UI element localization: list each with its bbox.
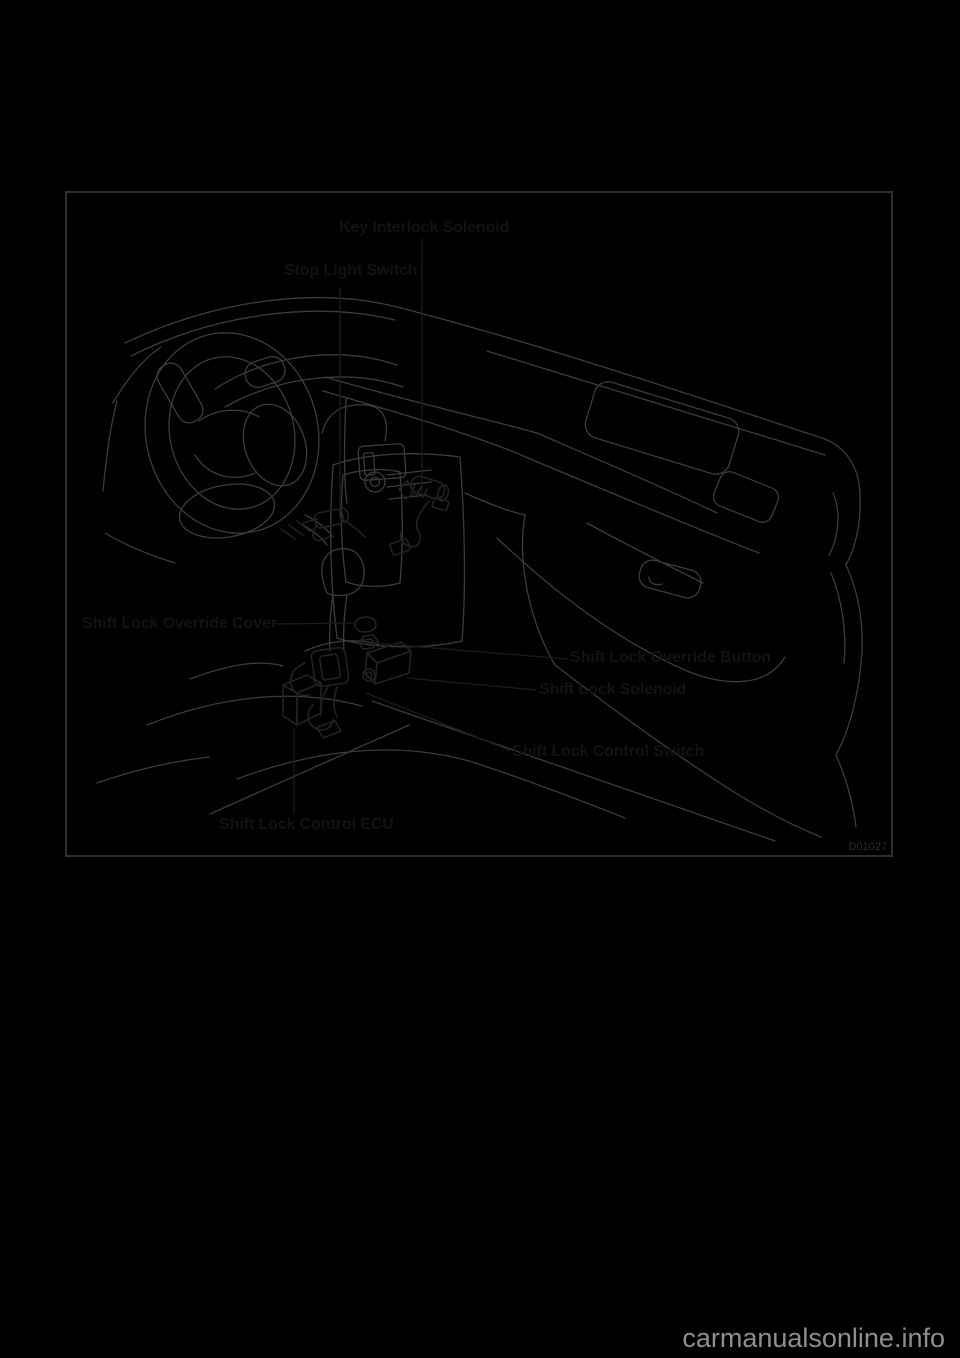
figure-box: Key Interlock Solenoid Stop Light Switch…: [65, 191, 893, 857]
leader-lines: [273, 238, 568, 815]
harness-and-connector: [307, 684, 342, 739]
shift-lock-control-switch-part: [289, 646, 376, 697]
dashboard-illustration: [96, 238, 863, 842]
shift-lock-override-button-part: [358, 634, 379, 650]
watermark-text: carmanualsonline.info: [682, 1323, 945, 1353]
glove-box: [496, 537, 863, 828]
dashboard-top: [102, 297, 861, 566]
airbag-panel: [584, 381, 780, 523]
shift-lock-solenoid-part: [364, 641, 412, 685]
console-floor: [96, 492, 822, 842]
stop-light-switch-part: [280, 507, 366, 542]
shift-lock-override-cover-part: [354, 616, 377, 633]
key-interlock-solenoid-part: [389, 475, 450, 556]
figure-code: D01027: [848, 841, 887, 853]
label-shift-lock-control-ecu: Shift Lock Control ECU: [219, 816, 394, 833]
label-shift-lock-solenoid: Shift Lock Solenoid: [539, 681, 687, 698]
instrument-hood: [214, 354, 404, 442]
steering-wheel: [144, 332, 334, 546]
label-shift-lock-override-button: Shift Lock Override Button: [570, 649, 771, 666]
label-shift-lock-control-switch: Shift Lock Control Switch: [512, 743, 705, 760]
label-key-interlock-solenoid: Key Interlock Solenoid: [339, 219, 510, 236]
center-stack: [330, 398, 466, 648]
label-stop-light-switch: Stop Light Switch: [284, 262, 418, 279]
dash-seams: [322, 376, 760, 584]
label-shift-lock-override-cover: Shift Lock Override Cover: [82, 615, 277, 632]
